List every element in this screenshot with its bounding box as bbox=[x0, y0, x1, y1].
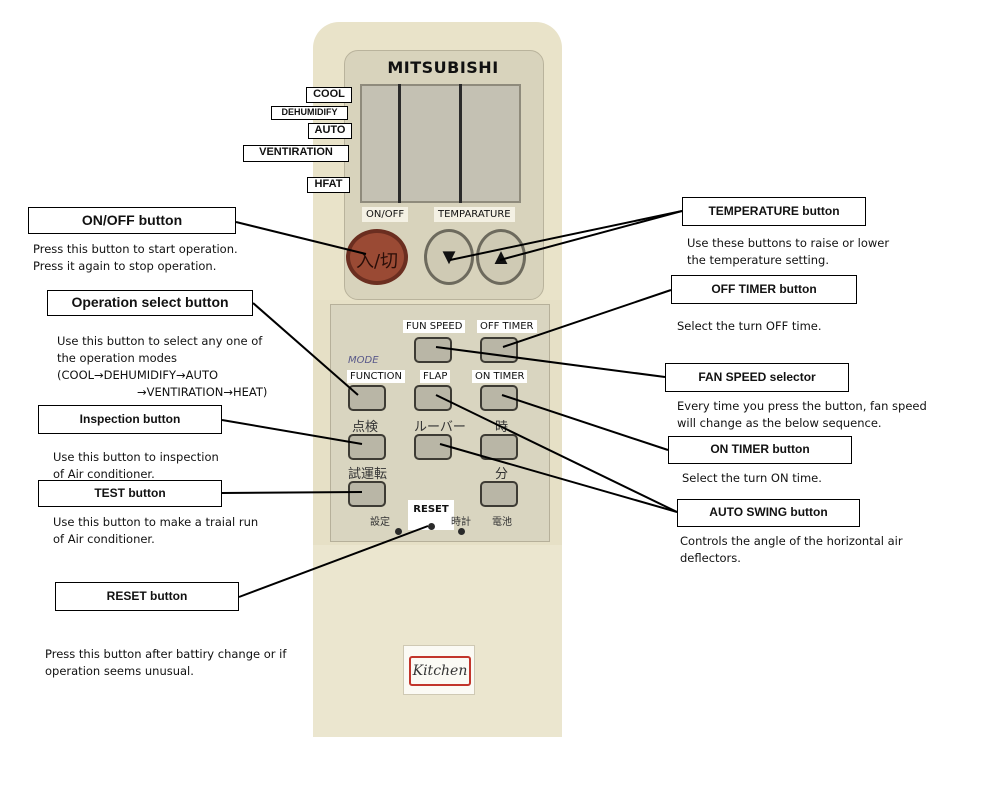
inspection-button[interactable] bbox=[348, 434, 386, 460]
callout-onoff-title: ON/OFF button bbox=[28, 207, 236, 234]
callout-off-timer-title: OFF TIMER button bbox=[671, 275, 857, 304]
mode-ventiration: VENTIRATION bbox=[243, 145, 349, 162]
fan-speed-button[interactable] bbox=[414, 337, 452, 363]
lcd-display bbox=[360, 84, 521, 203]
callout-onoff-desc: Press this button to start operation.Pre… bbox=[33, 242, 238, 273]
down-arrow-icon: ▼ bbox=[438, 244, 460, 269]
mode-cool: COOL bbox=[306, 87, 352, 103]
up-arrow-icon: ▲ bbox=[490, 244, 512, 269]
kitchen-label: Kitchen bbox=[409, 656, 471, 686]
louver-button[interactable] bbox=[414, 434, 452, 460]
callout-operation-title: Operation select button bbox=[47, 290, 253, 316]
callout-test-title: TEST button bbox=[38, 480, 222, 507]
mode-dehumidify: DEHUMIDIFY bbox=[271, 106, 348, 120]
mode-heat: HFAT bbox=[307, 177, 350, 193]
callout-on-timer-desc: Select the turn ON time. bbox=[682, 471, 822, 485]
fun-speed-label: FUN SPEED bbox=[403, 320, 466, 333]
hour-jp-label: 時 bbox=[495, 420, 509, 435]
callout-off-timer-desc: Select the turn OFF time. bbox=[677, 319, 822, 333]
setting-button[interactable] bbox=[395, 528, 402, 535]
flap-label: FLAP bbox=[420, 370, 451, 383]
brand-logo: MITSUBISHI bbox=[387, 58, 499, 77]
off-timer-button[interactable] bbox=[480, 337, 518, 363]
clock-button[interactable] bbox=[458, 528, 465, 535]
lcd-divider bbox=[459, 84, 462, 203]
callout-on-timer-title: ON TIMER button bbox=[668, 436, 852, 464]
inspect-jp-label: 点検 bbox=[352, 420, 379, 435]
louver-jp-label: ルーバー bbox=[414, 420, 466, 435]
mode-handwritten-mark: MODE bbox=[348, 355, 379, 366]
setting-jp-label: 設定 bbox=[370, 517, 390, 528]
callout-auto-swing-desc: Controls the angle of the horizontal air… bbox=[680, 534, 903, 565]
temperature-panel-label: TEMPARATURE bbox=[434, 207, 515, 222]
temp-down-button[interactable]: ▼ bbox=[424, 229, 474, 285]
minute-jp-label: 分 bbox=[495, 467, 509, 482]
remote-body-bottom bbox=[313, 545, 562, 737]
callout-temperature-title: TEMPERATURE button bbox=[682, 197, 866, 226]
function-button[interactable] bbox=[348, 385, 386, 411]
callout-inspection-title: Inspection button bbox=[38, 405, 222, 434]
function-label: FUNCTION bbox=[347, 370, 405, 383]
temp-up-button[interactable]: ▲ bbox=[476, 229, 526, 285]
onoff-glyph: 入/切 bbox=[355, 251, 399, 272]
callout-auto-swing-title: AUTO SWING button bbox=[677, 499, 860, 527]
lcd-divider bbox=[398, 84, 401, 203]
on-timer-label: ON TIMER bbox=[472, 370, 528, 383]
test-jp-label: 試運転 bbox=[348, 467, 388, 482]
hour-button[interactable] bbox=[480, 434, 518, 460]
battery-jp-label: 電池 bbox=[492, 517, 512, 528]
test-button[interactable] bbox=[348, 481, 386, 507]
clock-jp-label: 時計 bbox=[451, 517, 471, 528]
mode-auto: AUTO bbox=[308, 123, 352, 139]
flap-button[interactable] bbox=[414, 385, 452, 411]
off-timer-label: OFF TIMER bbox=[477, 320, 537, 333]
callout-fan-speed-desc: Every time you press the button, fan spe… bbox=[677, 399, 927, 430]
kitchen-sticker bbox=[403, 645, 475, 695]
callout-fan-speed-title: FAN SPEED selector bbox=[665, 363, 849, 392]
onoff-panel-label: ON/OFF bbox=[362, 207, 409, 222]
onoff-button[interactable]: 入/切 bbox=[346, 229, 408, 285]
on-timer-button[interactable] bbox=[480, 385, 518, 411]
minute-button[interactable] bbox=[480, 481, 518, 507]
callout-reset-title: RESET button bbox=[55, 582, 239, 611]
reset-button[interactable] bbox=[428, 523, 435, 530]
callout-reset-desc: Press this button after battiry change o… bbox=[45, 647, 287, 678]
